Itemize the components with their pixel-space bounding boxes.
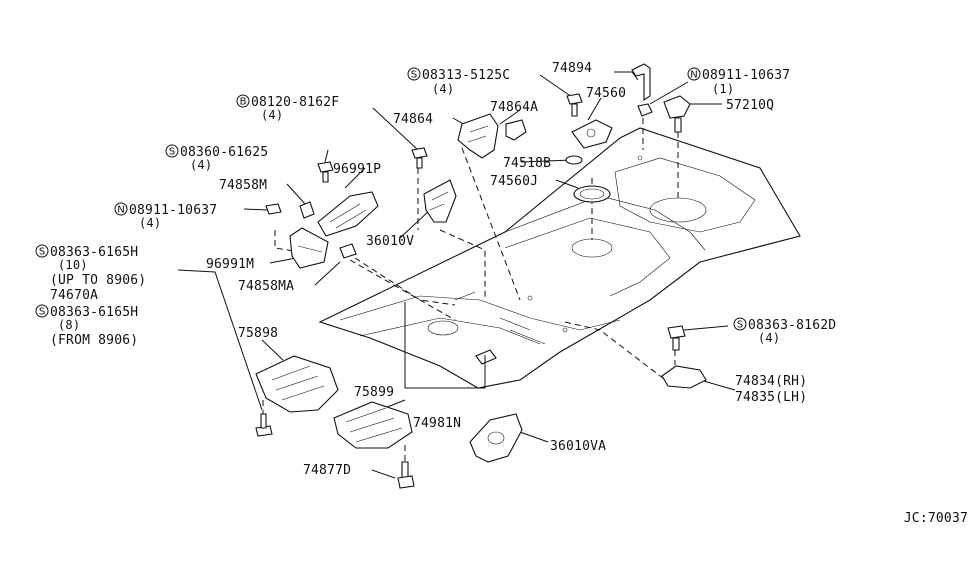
part-74864a-clip	[505, 119, 527, 141]
part-96991p-cover	[317, 191, 379, 237]
svg-text:S: S	[737, 320, 743, 331]
svg-text:N: N	[117, 205, 124, 216]
part-74834-bracket	[661, 365, 707, 389]
dashed-leaders	[262, 118, 679, 470]
prefix-symbol-s-08363b: S	[35, 304, 49, 318]
label-74858ma: 74858MA	[238, 279, 294, 294]
part-labels: 08313-5125C (4) 74894 08911-10637 (1) 57…	[50, 61, 968, 526]
label-74670a: 74670A	[50, 288, 98, 303]
part-74518b-grommet	[565, 155, 583, 165]
leader-lines	[177, 71, 736, 479]
bolt-08363-8162d	[667, 325, 686, 351]
label-08120-qty: (4)	[261, 108, 283, 122]
label-74864a: 74864A	[490, 100, 538, 115]
label-08911-10637-b: 08911-10637	[129, 203, 217, 218]
label-08911-10637-a: 08911-10637	[702, 68, 790, 83]
footer-diagram-code: JC:70037	[904, 511, 968, 526]
label-36010v: 36010V	[366, 234, 414, 249]
label-08363-a-qty: (10)	[58, 258, 88, 272]
label-74877d: 74877D	[303, 463, 351, 478]
label-74835: 74835(LH)	[735, 390, 807, 405]
svg-text:S: S	[39, 247, 45, 258]
part-74560j-seal	[573, 185, 611, 203]
prefix-symbol-n-08911b: N	[114, 202, 128, 216]
label-08911-a-qty: (1)	[712, 82, 734, 96]
label-08363-b-qty: (8)	[58, 318, 80, 332]
nut-08911-10637-4	[265, 203, 282, 215]
part-74858m-clip	[299, 201, 315, 219]
label-96991m: 96991M	[206, 257, 254, 272]
bolt-08363-6165h	[255, 413, 273, 437]
label-74834: 74834(RH)	[735, 374, 807, 389]
part-74894-bracket	[631, 63, 651, 102]
label-08363-c-qty: (4)	[758, 331, 780, 345]
label-74560j: 74560J	[490, 174, 538, 189]
svg-text:N: N	[690, 70, 697, 81]
label-08363-8162d: 08363-8162D	[748, 318, 836, 333]
bolt-08360-61625	[317, 161, 334, 183]
label-08363-6165h-a: 08363-6165H	[50, 245, 138, 260]
svg-text:S: S	[169, 147, 175, 158]
label-75898: 75898	[238, 326, 278, 341]
prefix-symbol-n-08911a: N	[687, 67, 701, 81]
prefix-symbol-b-08120: B	[236, 94, 250, 108]
label-08363-6165h-b: 08363-6165H	[50, 305, 138, 320]
nut-08911-10637-1	[637, 103, 653, 117]
svg-text:B: B	[240, 97, 247, 108]
part-96991m-bracket	[289, 227, 329, 269]
part-36010v-bracket	[423, 179, 457, 223]
part-74560-plate	[571, 119, 613, 149]
label-74560: 74560	[586, 86, 626, 101]
prefix-symbol-s-08363c: S	[733, 317, 747, 331]
label-08313-5125c: 08313-5125C	[422, 68, 510, 83]
label-57210q: 57210Q	[726, 98, 774, 113]
part-74864-bracket	[457, 113, 499, 159]
svg-text:S: S	[39, 307, 45, 318]
label-08911-b-qty: (4)	[139, 216, 161, 230]
label-36010va: 36010VA	[550, 439, 606, 454]
part-75899-undercover	[333, 401, 413, 449]
label-08360-61625: 08360-61625	[180, 145, 268, 160]
part-57210q-jack-bracket	[663, 95, 691, 133]
label-74894: 74894	[552, 61, 592, 76]
label-08120-8162f: 08120-8162F	[251, 95, 339, 110]
bolt-08120-8162f	[411, 147, 428, 169]
label-74518b: 74518B	[503, 156, 551, 171]
prefix-symbol-s-08363a: S	[35, 244, 49, 258]
prefix-symbol-s-08313: S	[407, 67, 421, 81]
prefix-symbol-s-08360: S	[165, 144, 179, 158]
floor-panel	[318, 127, 801, 389]
label-74864: 74864	[393, 112, 433, 127]
part-74858ma-clip	[339, 243, 357, 259]
svg-text:S: S	[411, 70, 417, 81]
bolt-08313-5125c	[566, 93, 583, 117]
label-74858m: 74858M	[219, 178, 267, 193]
part-36010va-bracket	[469, 413, 523, 463]
label-96991p: 96991P	[333, 162, 381, 177]
part-75898-undercover	[255, 355, 339, 413]
label-08313-qty: (4)	[432, 82, 454, 96]
label-75899: 75899	[354, 385, 394, 400]
label-08360-qty: (4)	[190, 158, 212, 172]
bolt-74877d	[397, 461, 415, 489]
label-from-8906: (FROM 8906)	[50, 333, 138, 348]
label-up-to-8906: (UP TO 8906)	[50, 273, 146, 288]
label-74981n: 74981N	[413, 416, 461, 431]
